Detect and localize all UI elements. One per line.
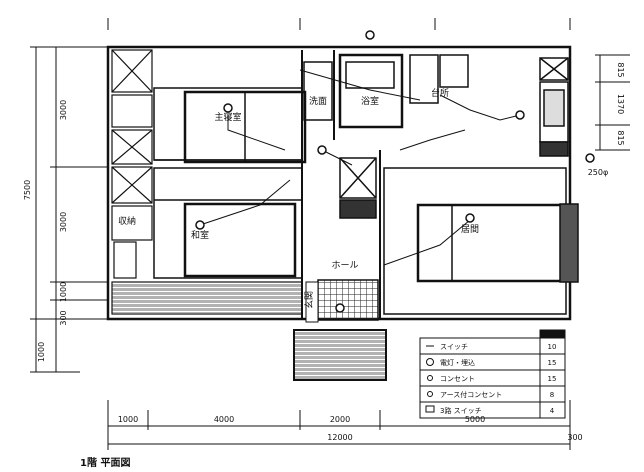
left-closets: [111, 49, 153, 279]
left-dim-2: 3000: [59, 212, 68, 232]
porch-floor: [293, 329, 387, 381]
legend-label-4: アース付コンセント: [440, 390, 502, 399]
label-hall: ホール: [331, 260, 358, 271]
left-dim-1: 3000: [59, 100, 68, 120]
bottom-dimensions: 1000 4000 2000 5000 12000 300: [118, 415, 583, 442]
legend-count-2: 15: [548, 359, 557, 367]
label-porch: 玄関: [303, 291, 315, 309]
living-room: [383, 167, 579, 315]
legend-count-4: 8: [550, 391, 554, 399]
drawing-title: 1階 平面図: [80, 456, 130, 469]
bedroom: [153, 167, 303, 279]
legend-label-5: 3路 スイッチ: [440, 406, 482, 415]
wiring: [199, 69, 521, 266]
legend-label-3: コンセント: [440, 375, 475, 383]
bottom-dimension-lines: [107, 400, 571, 450]
label-master-bedroom: 主寝室: [214, 111, 241, 123]
bathroom-block: [303, 53, 469, 129]
hallway-walls: [301, 50, 381, 318]
bottom-dim-4: 5000: [465, 415, 485, 424]
left-dim-total: 7500: [23, 180, 32, 200]
bottom-dim-3: 2000: [330, 415, 350, 424]
entrance-floor: [317, 279, 379, 321]
room-labels: 主寝室 和室 居間 浴室 台所 洗面 ホール 収納 玄関: [118, 87, 479, 309]
right-dimension-lines: [595, 54, 630, 151]
label-bath: 浴室: [361, 95, 379, 107]
kitchen: [539, 57, 569, 157]
legend-table: [419, 329, 566, 419]
label-washroom: 洗面: [309, 95, 327, 107]
right-dim-1: 815: [616, 62, 625, 77]
grid-ticks-top: [107, 18, 571, 30]
label-living: 居間: [461, 224, 479, 235]
left-dim-4: 300: [59, 310, 68, 325]
bottom-dim-total: 12000: [327, 433, 352, 442]
left-dimensions: 3000 3000 1000 300 1000 7500: [23, 100, 68, 362]
legend-count-5: 4: [550, 407, 555, 415]
legend-symbols: [425, 345, 435, 413]
veranda: [111, 281, 303, 315]
legend-label-2: 電灯・埋込: [440, 358, 475, 367]
legend-count-1: 10: [548, 343, 557, 351]
hall-closet: [339, 157, 377, 219]
ceiling-lights: [195, 30, 595, 313]
right-dim-note: 250φ: [588, 168, 609, 177]
master-bedroom: [153, 87, 307, 164]
legend-label-1: スイッチ: [440, 343, 468, 351]
left-dim-3: 1000: [59, 282, 68, 302]
left-dimension-lines: [30, 46, 108, 373]
right-dim-3: 815: [616, 130, 625, 145]
legend-text: スイッチ 10 電灯・埋込 15 コンセント 15 アース付コンセント 8 3路…: [440, 343, 556, 415]
bottom-dim-end: 300: [567, 433, 582, 442]
bottom-dim-2: 4000: [214, 415, 234, 424]
right-dim-2: 1370: [616, 94, 625, 114]
label-kitchen: 台所: [431, 87, 449, 99]
label-bedroom: 和室: [191, 229, 209, 241]
step: [305, 281, 319, 323]
label-storage: 収納: [118, 215, 136, 227]
right-dimensions: 815 1370 815 250φ: [588, 62, 625, 177]
left-dim-5: 1000: [37, 342, 46, 362]
legend-count-3: 15: [548, 375, 557, 383]
bottom-dim-1: 1000: [118, 415, 138, 424]
